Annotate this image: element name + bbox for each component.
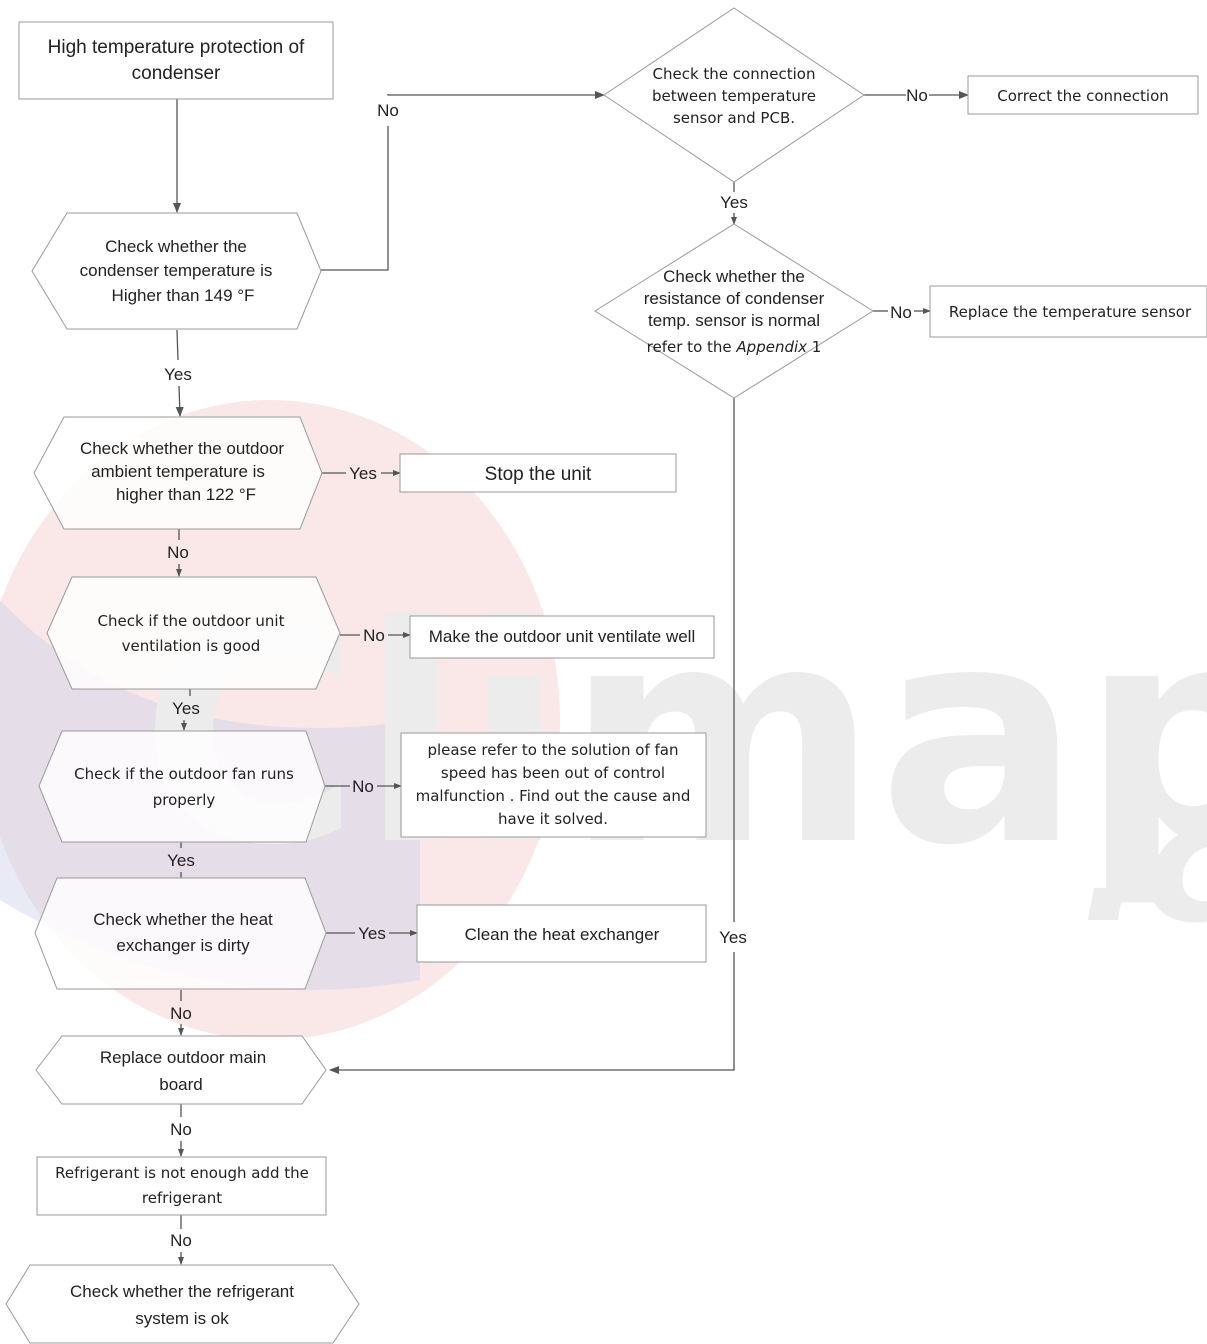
node-stop-unit-box [399,453,677,493]
label-connection-no: No [906,86,928,105]
node-check-heat-exchanger: Check whether the heat exchanger is dirt… [34,877,327,990]
label-heat-no: No [170,1004,192,1023]
edge-resistance-yes-to-board [329,952,735,1074]
edge-condenser-yes-a [176,329,179,361]
node-check-resistance-line-4-prefix: refer to the [647,338,737,356]
connectors [173,91,969,1265]
node-replace-sensor: Replace the temperature sensor [929,285,1207,338]
node-check-ambient-line-1: Check whether the outdoor [80,439,284,458]
node-check-ambient: Check whether the outdoor ambient temper… [33,416,323,530]
node-start: High temperature protection of condenser [18,21,334,100]
label-board-no: No [170,1120,192,1139]
node-check-connection-line-2: between temperature [652,87,816,105]
node-fan-solution: please refer to the solution of fan spee… [400,732,707,838]
node-correct-connection-line-1: Correct the connection [997,87,1169,105]
node-fan-solution-line-2: speed has been out of control [441,764,665,782]
watermark-suffix: .c [1080,763,1207,961]
node-make-ventilate: Make the outdoor unit ventilate well [409,615,715,659]
node-check-resistance-shape [594,223,874,399]
node-check-ambient-line-2: ambient temperature is [91,462,265,481]
node-check-resistance-line-1: Check whether the [663,267,805,286]
node-check-ventilation-line-2: ventilation is good [122,637,261,655]
node-check-condenser-temp-shape [31,212,322,330]
node-check-resistance-appendix-number: 1 [807,338,821,356]
label-fan-no: No [352,777,374,796]
node-clean-heat-exchanger-line-1: Clean the heat exchanger [465,925,660,944]
label-resistance-yes: Yes [719,928,747,947]
node-check-ventilation-shape [46,576,341,690]
node-refrigerant-not-enough: Refrigerant is not enough add the refrig… [36,1156,327,1216]
node-check-resistance: Check whether the resistance of condense… [594,223,874,399]
node-fan-solution-line-4: have it solved. [498,810,608,828]
node-refrigerant-not-enough-line-2: refrigerant [142,1189,222,1207]
node-check-heat-exchanger-shape [34,877,327,990]
node-replace-sensor-line-1: Replace the temperature sensor [949,303,1192,321]
node-check-resistance-line-2: resistance of condenser [644,289,825,308]
node-check-ventilation: Check if the outdoor unit ventilation is… [46,576,341,690]
node-start-box [18,21,334,100]
label-condenser-no: No [377,101,399,120]
node-fan-solution-line-1: please refer to the solution of fan [427,741,678,759]
edge-condenser-no-to-connection [387,91,605,99]
edge-labels: No No Yes No Yes Yes Yes No No Yes No Ye… [164,86,928,1250]
edge-condenser-yes-b [175,385,184,417]
node-check-connection: Check the connection between temperature… [603,7,865,183]
node-check-connection-line-3: sensor and PCB. [673,109,795,127]
node-check-resistance-appendix: Appendix [735,338,807,356]
node-check-heat-exchanger-line-2: exchanger is dirty [116,936,250,955]
node-check-refrigerant-system-line-2: system is ok [135,1309,229,1328]
node-check-resistance-line-4: refer to the Appendix 1 [647,338,822,356]
node-stop-unit: Stop the unit [399,453,677,493]
node-make-ventilate-box [409,615,715,659]
node-check-ventilation-line-1: Check if the outdoor unit [98,612,285,630]
node-stop-unit-line-1: Stop the unit [485,464,592,485]
label-fan-yes: Yes [167,851,195,870]
label-ventilation-yes: Yes [172,699,200,718]
label-ambient-yes: Yes [349,464,377,483]
node-clean-heat-exchanger: Clean the heat exchanger [416,904,707,963]
node-check-fan-line-1: Check if the outdoor fan runs [74,765,294,783]
node-check-connection-shape [603,7,865,183]
label-heat-yes: Yes [358,924,386,943]
node-check-ambient-line-3: higher than 122 °F [116,485,256,504]
node-check-fan-line-2: properly [153,791,216,809]
node-check-refrigerant-system: Check whether the refrigerant system is … [5,1264,360,1344]
node-clean-heat-exchanger-box [416,904,707,963]
label-condenser-yes: Yes [164,365,192,384]
node-fan-solution-box [400,732,707,838]
node-fan-solution-line-3: malfunction . Find out the cause and [416,787,691,805]
node-check-connection-line-1: Check the connection [653,65,816,83]
node-refrigerant-not-enough-line-1: Refrigerant is not enough add the [55,1164,309,1182]
node-replace-main-board-line-1: Replace outdoor main [100,1048,266,1067]
label-connection-yes: Yes [720,193,748,212]
node-check-fan: Check if the outdoor fan runs properly [38,730,326,843]
node-replace-main-board-line-2: board [159,1075,202,1094]
edge-condenser-no-vertical [321,126,389,271]
node-check-condenser-temp-line-1: Check whether the [105,237,247,256]
node-replace-main-board-shape [35,1035,327,1105]
node-check-condenser-temp-line-3: Higher than 149 °F [112,286,255,305]
node-start-line-1: High temperature protection of [48,37,305,58]
node-check-resistance-line-3: temp. sensor is normal [648,311,820,330]
label-ventilation-no: No [363,626,385,645]
node-check-heat-exchanger-line-1: Check whether the heat [93,910,273,929]
node-check-refrigerant-system-line-1: Check whether the refrigerant [70,1282,294,1301]
node-correct-connection-box [967,75,1199,115]
node-check-condenser-temp: Check whether the condenser temperature … [31,212,322,330]
node-replace-sensor-box [929,285,1207,338]
node-check-ambient-shape [33,416,323,530]
node-refrigerant-not-enough-box [36,1156,327,1216]
node-replace-main-board: Replace outdoor main board [35,1035,327,1105]
label-refrigerant-no: No [170,1231,192,1250]
node-start-line-2: condenser [132,63,221,84]
node-check-fan-shape [38,730,326,843]
node-correct-connection: Correct the connection [967,75,1199,115]
node-check-refrigerant-system-shape [5,1264,360,1344]
label-resistance-no: No [890,303,912,322]
label-ambient-no: No [167,543,189,562]
node-make-ventilate-line-1: Make the outdoor unit ventilate well [429,627,696,646]
node-check-condenser-temp-line-2: condenser temperature is [80,261,273,280]
